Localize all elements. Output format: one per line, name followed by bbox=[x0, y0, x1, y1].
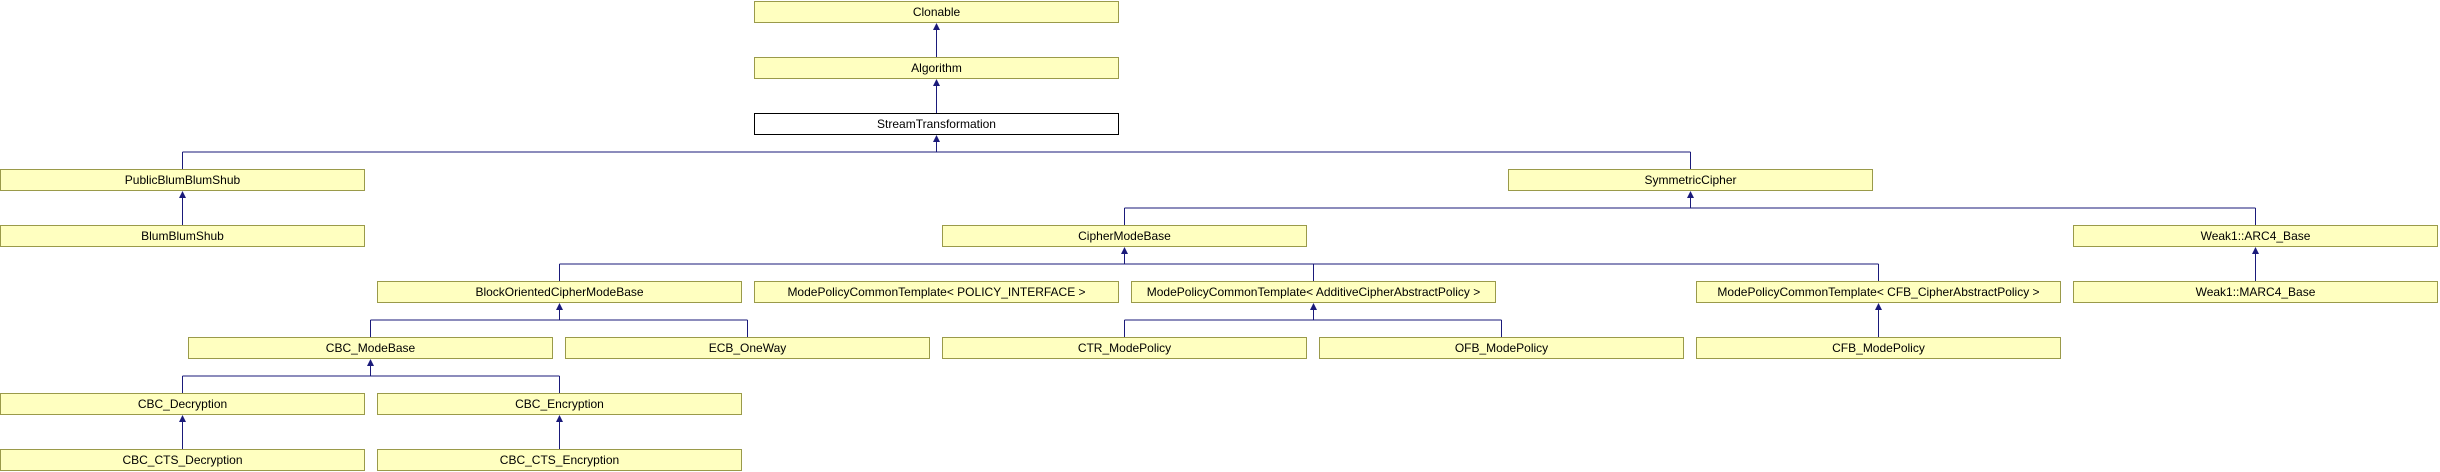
inheritance-arrowhead-icon bbox=[1875, 303, 1882, 310]
class-node-label: CTR_ModePolicy bbox=[1078, 341, 1171, 355]
class-node-box[interactable] bbox=[565, 337, 930, 359]
class-node-label: Algorithm bbox=[911, 61, 962, 75]
inheritance-arrowhead-icon bbox=[1121, 247, 1128, 254]
class-node-mpct_pi[interactable]: ModePolicyCommonTemplate< POLICY_INTERFA… bbox=[754, 281, 1119, 303]
class-node-cfbmp[interactable]: CFB_ModePolicy bbox=[1696, 337, 2061, 359]
class-node-label: CBC_CTS_Encryption bbox=[500, 453, 619, 467]
inheritance-arrowhead-icon bbox=[367, 359, 374, 366]
class-node-mpct_acap[interactable]: ModePolicyCommonTemplate< AdditiveCipher… bbox=[1131, 281, 1496, 303]
class-node-cmb[interactable]: CipherModeBase bbox=[942, 225, 1307, 247]
class-node-label: CBC_Encryption bbox=[515, 397, 604, 411]
class-node-box[interactable] bbox=[1696, 281, 2061, 303]
class-node-ctsdec[interactable]: CBC_CTS_Decryption bbox=[0, 449, 365, 471]
class-node-label: BlumBlumShub bbox=[141, 229, 224, 243]
class-node-ofb[interactable]: OFB_ModePolicy bbox=[1319, 337, 1684, 359]
class-node-bocmb[interactable]: BlockOrientedCipherModeBase bbox=[377, 281, 742, 303]
class-node-bbs[interactable]: BlumBlumShub bbox=[0, 225, 365, 247]
inheritance-arrowhead-icon bbox=[2252, 247, 2259, 254]
class-node-box[interactable] bbox=[0, 225, 365, 247]
class-node-box[interactable] bbox=[0, 393, 365, 415]
class-node-box[interactable] bbox=[377, 449, 742, 471]
class-node-label: Weak1::ARC4_Base bbox=[2201, 229, 2311, 243]
class-node-box[interactable] bbox=[754, 113, 1119, 135]
class-node-box[interactable] bbox=[0, 449, 365, 471]
class-node-label: Weak1::MARC4_Base bbox=[2196, 285, 2316, 299]
class-node-box[interactable] bbox=[1319, 337, 1684, 359]
inheritance-arrowhead-icon bbox=[179, 415, 186, 422]
class-node-box[interactable] bbox=[2073, 225, 2438, 247]
class-node-label: StreamTransformation bbox=[877, 117, 996, 131]
inheritance-arrowhead-icon bbox=[1310, 303, 1317, 310]
class-node-box[interactable] bbox=[1131, 281, 1496, 303]
class-node-cbcdec[interactable]: CBC_Decryption bbox=[0, 393, 365, 415]
class-node-box[interactable] bbox=[0, 169, 365, 191]
class-node-label: CBC_CTS_Decryption bbox=[122, 453, 242, 467]
class-node-cbcenc[interactable]: CBC_Encryption bbox=[377, 393, 742, 415]
class-node-label: CipherModeBase bbox=[1078, 229, 1171, 243]
class-node-box[interactable] bbox=[1508, 169, 1873, 191]
class-node-algorithm[interactable]: Algorithm bbox=[754, 57, 1119, 79]
class-node-box[interactable] bbox=[188, 337, 553, 359]
class-node-label: Clonable bbox=[913, 5, 961, 19]
class-node-label: ECB_OneWay bbox=[709, 341, 787, 355]
class-node-box[interactable] bbox=[377, 281, 742, 303]
class-node-sym[interactable]: SymmetricCipher bbox=[1508, 169, 1873, 191]
class-node-box[interactable] bbox=[942, 225, 1307, 247]
inheritance-arrowhead-icon bbox=[933, 135, 940, 142]
inheritance-arrowhead-icon bbox=[933, 79, 940, 86]
class-node-ecb[interactable]: ECB_OneWay bbox=[565, 337, 930, 359]
class-node-box[interactable] bbox=[942, 337, 1307, 359]
inheritance-arrowhead-icon bbox=[556, 415, 563, 422]
class-node-clonable[interactable]: Clonable bbox=[754, 1, 1119, 23]
class-node-ctsenc[interactable]: CBC_CTS_Encryption bbox=[377, 449, 742, 471]
class-node-box[interactable] bbox=[754, 57, 1119, 79]
class-node-pbbs[interactable]: PublicBlumBlumShub bbox=[0, 169, 365, 191]
class-node-label: OFB_ModePolicy bbox=[1455, 341, 1548, 355]
class-node-box[interactable] bbox=[754, 281, 1119, 303]
class-node-marc4[interactable]: Weak1::MARC4_Base bbox=[2073, 281, 2438, 303]
class-node-ctr[interactable]: CTR_ModePolicy bbox=[942, 337, 1307, 359]
class-node-mpct_cfb[interactable]: ModePolicyCommonTemplate< CFB_CipherAbst… bbox=[1696, 281, 2061, 303]
class-node-box[interactable] bbox=[1696, 337, 2061, 359]
class-node-box[interactable] bbox=[377, 393, 742, 415]
class-node-label: BlockOrientedCipherModeBase bbox=[475, 285, 643, 299]
class-node-label: ModePolicyCommonTemplate< CFB_CipherAbst… bbox=[1717, 285, 2039, 299]
inheritance-arrowhead-icon bbox=[179, 191, 186, 198]
class-node-stream[interactable]: StreamTransformation bbox=[754, 113, 1119, 135]
inheritance-arrowhead-icon bbox=[933, 23, 940, 30]
inheritance-arrowhead-icon bbox=[556, 303, 563, 310]
class-node-label: ModePolicyCommonTemplate< POLICY_INTERFA… bbox=[787, 285, 1085, 299]
class-node-label: SymmetricCipher bbox=[1644, 173, 1736, 187]
class-node-label: CFB_ModePolicy bbox=[1832, 341, 1925, 355]
class-node-label: CBC_Decryption bbox=[138, 397, 227, 411]
edges-layer bbox=[179, 23, 2259, 449]
class-node-box[interactable] bbox=[2073, 281, 2438, 303]
inheritance-arrowhead-icon bbox=[1687, 191, 1694, 198]
class-node-label: CBC_ModeBase bbox=[326, 341, 416, 355]
class-node-box[interactable] bbox=[754, 1, 1119, 23]
class-node-label: PublicBlumBlumShub bbox=[125, 173, 241, 187]
class-node-arc4[interactable]: Weak1::ARC4_Base bbox=[2073, 225, 2438, 247]
class-node-label: ModePolicyCommonTemplate< AdditiveCipher… bbox=[1147, 285, 1481, 299]
class-node-cbcmb[interactable]: CBC_ModeBase bbox=[188, 337, 553, 359]
